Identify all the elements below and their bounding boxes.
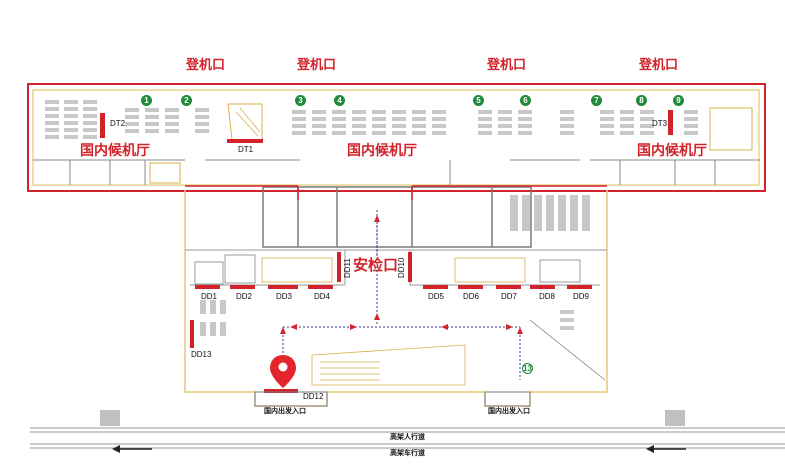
- desk-code-dt3: DT3: [652, 119, 668, 128]
- gate-number[interactable]: 5: [473, 95, 484, 106]
- desk-code-dd7: DD7: [501, 292, 518, 301]
- desk-code-dd12: DD12: [303, 392, 324, 401]
- desk-dt3: [668, 110, 673, 135]
- desk-code-dd3: DD3: [276, 292, 293, 301]
- gate-label: 登机口: [297, 57, 337, 72]
- desk-code-dd9: DD9: [573, 292, 590, 301]
- gate-label: 登机口: [639, 57, 679, 72]
- location-pin-icon: [270, 355, 296, 388]
- gate-number[interactable]: 1: [141, 95, 152, 106]
- security-label: 安检口: [353, 257, 399, 274]
- arrow-left-icon: [646, 445, 686, 453]
- hall-label-right: 国内候机厅: [637, 142, 707, 158]
- gate-number[interactable]: 9: [673, 95, 684, 106]
- desk-code-dd1: DD1: [201, 292, 218, 301]
- gate-label: 登机口: [186, 57, 226, 72]
- entrance-label[interactable]: 国内出发入口: [488, 408, 530, 415]
- desk-code-dd5: DD5: [428, 292, 445, 301]
- desk-code-dd10: DD10: [397, 257, 406, 278]
- desk-code-dd8: DD8: [539, 292, 556, 301]
- desk-code-dd4: DD4: [314, 292, 331, 301]
- desk-code-dd13: DD13: [191, 350, 212, 359]
- gate-number[interactable]: 3: [295, 95, 306, 106]
- desk-dt2: [100, 113, 105, 138]
- gate-number[interactable]: 13: [522, 363, 533, 374]
- desk-code-dt1: DT1: [238, 145, 254, 154]
- hall-label-center: 国内候机厅: [347, 142, 417, 158]
- desk-code-dt2: DT2: [110, 119, 126, 128]
- gate-number[interactable]: 6: [520, 95, 531, 106]
- desk-code-dd6: DD6: [463, 292, 480, 301]
- gate-number[interactable]: 4: [334, 95, 345, 106]
- desk-code-dd11: DD11: [343, 258, 352, 278]
- roadway-label: 高架车行道: [390, 450, 425, 457]
- gate-number[interactable]: 2: [181, 95, 192, 106]
- gate-number[interactable]: 7: [591, 95, 602, 106]
- desk-code-dd2: DD2: [236, 292, 253, 301]
- arrow-left-icon: [112, 445, 152, 453]
- hall-label-left: 国内候机厅: [80, 142, 150, 158]
- gate-label: 登机口: [487, 57, 527, 72]
- desk-dt1: [227, 139, 263, 143]
- gate-number[interactable]: 8: [636, 95, 647, 106]
- entrance-label[interactable]: 国内出发入口: [264, 408, 306, 415]
- walkway-label: 高架人行道: [390, 434, 425, 441]
